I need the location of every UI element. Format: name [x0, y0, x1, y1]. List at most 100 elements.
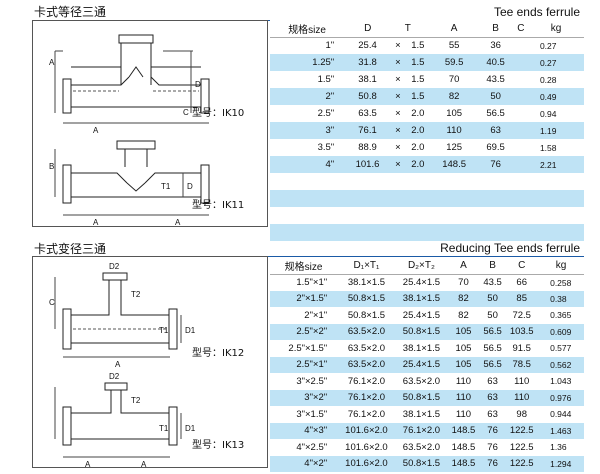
cell-a: 148.5: [447, 439, 480, 456]
cell-size: 1.25": [270, 54, 345, 71]
cell-kg: 2.21: [527, 156, 584, 173]
cell-b: 50: [479, 307, 506, 324]
cell-kg: 0.944: [538, 406, 584, 423]
section2-title-cn: 卡式变径三通: [34, 242, 107, 256]
dim2-t2-top: T2: [131, 290, 141, 299]
cell-size: 1.5": [270, 71, 345, 88]
cell-d: 50.8: [344, 88, 391, 105]
cell-a: 110: [447, 373, 480, 390]
cell-kg: 0.577: [538, 340, 584, 357]
cell-c: [513, 139, 528, 156]
cell-times: ×: [390, 105, 405, 122]
cell-kg: 0.365: [538, 307, 584, 324]
cell-d1t1: 76.1×2.0: [337, 373, 396, 390]
cell-b: 50: [479, 290, 506, 307]
cell-size: 2.5"×1.5": [270, 340, 338, 357]
cell-b: 40.5: [477, 54, 514, 71]
cell-d: 88.9: [344, 139, 391, 156]
cell-size: 3"×1.5": [270, 406, 338, 423]
cell-c: 122.5: [505, 439, 539, 456]
cell-d1t1: 101.6×2.0: [337, 422, 396, 439]
cell-kg: 0.38: [538, 290, 584, 307]
cell-a: 148.5: [447, 422, 480, 439]
cell-c: 91.5: [505, 340, 539, 357]
cell-size: 2.5"×1": [270, 356, 338, 373]
cell-size: 4"×3": [270, 422, 338, 439]
dim-a-lower-right: A: [175, 218, 181, 227]
cell-d2t2: 50.8×1.5: [395, 389, 448, 406]
dim-a-left: A: [49, 58, 55, 67]
cell-a: 148.5: [430, 156, 478, 173]
section1-drawing-panel: A B A D C A A T1 D: [32, 20, 268, 227]
table-row-empty: [270, 173, 584, 190]
cell-c: [513, 156, 528, 173]
cell-b: 43.5: [477, 71, 514, 88]
section1-title-en: Tee ends ferrule: [493, 5, 580, 19]
cell-a: 70: [447, 274, 480, 291]
cell-times: ×: [390, 54, 405, 71]
cell-kg: 0.27: [527, 37, 584, 54]
cell-c: 110: [505, 389, 539, 406]
cell-a: 82: [430, 88, 478, 105]
cell-kg: 1.043: [538, 373, 584, 390]
header-kg: kg: [527, 20, 584, 38]
model-ik12: 型号：IK12: [192, 348, 245, 359]
dim2-d1-top: D1: [185, 326, 196, 335]
cell-c: [513, 122, 528, 139]
table-header-row: 规格size D T A B C kg: [270, 20, 584, 38]
cell-b: 76: [479, 439, 506, 456]
cell-b: 63: [479, 389, 506, 406]
header-a: A: [430, 20, 478, 38]
cell-size: 3"×2": [270, 389, 338, 406]
dim2-a-top: A: [115, 360, 121, 369]
cell-c: 103.5: [505, 323, 539, 340]
cell-size: 3"×2.5": [270, 373, 338, 390]
header-d-t: D T: [344, 20, 431, 38]
cell-c: 85: [505, 290, 539, 307]
cell-a: 59.5: [430, 54, 478, 71]
header-size: 规格size: [270, 20, 345, 38]
cell-size: 4": [270, 156, 345, 173]
model-ik11: 型号：IK11: [192, 200, 245, 211]
cell-c: [513, 37, 528, 54]
cell-a: 105: [447, 340, 480, 357]
table-header-row: 规格size D₁×T₁ D₂×T₂ A B C kg: [270, 257, 584, 275]
cell-d2t2: 63.5×2.0: [395, 373, 448, 390]
cell-d: 31.8: [344, 54, 391, 71]
cell-d: 38.1: [344, 71, 391, 88]
cell-size: 2.5"×2": [270, 323, 338, 340]
cell-c: [513, 71, 528, 88]
empty-cell: [270, 173, 584, 190]
header2-d2t2: D₂×T₂: [395, 257, 448, 275]
header2-b: B: [479, 257, 506, 275]
cell-d: 76.1: [344, 122, 391, 139]
cell-t: 2.0: [404, 122, 431, 139]
cell-kg: 0.49: [527, 88, 584, 105]
cell-size: 2": [270, 88, 345, 105]
header-d: D: [364, 22, 372, 34]
cell-d2t2: 50.8×1.5: [395, 455, 448, 472]
cell-a: 105: [447, 356, 480, 373]
cell-t: 2.0: [404, 105, 431, 122]
header-c: C: [513, 20, 528, 38]
table-row-empty: [270, 207, 584, 224]
section2-rule: [32, 256, 584, 257]
cell-t: 2.0: [404, 156, 431, 173]
cell-d1t1: 76.1×2.0: [337, 389, 396, 406]
cell-times: ×: [390, 71, 405, 88]
cell-b: 63: [479, 406, 506, 423]
cell-b: 76: [479, 455, 506, 472]
header2-size: 规格size: [270, 257, 338, 275]
cell-d2t2: 38.1×1.5: [395, 290, 448, 307]
cell-d1t1: 76.1×2.0: [337, 406, 396, 423]
